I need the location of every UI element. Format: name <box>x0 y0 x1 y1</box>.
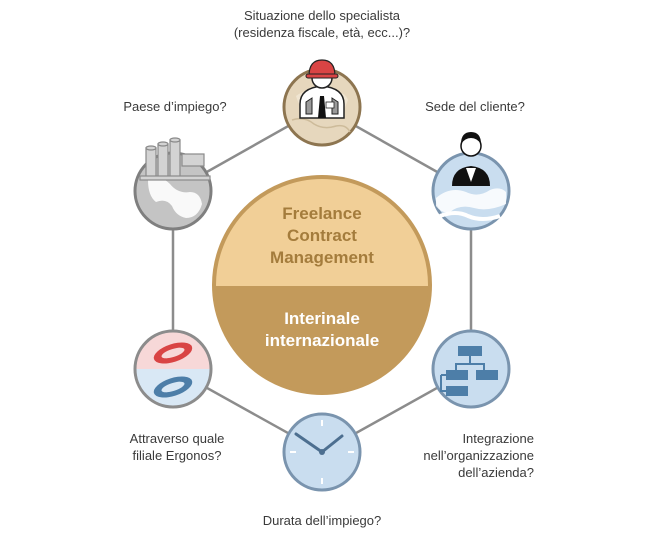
node-client[interactable] <box>431 132 511 231</box>
label-line: Sede del cliente? <box>425 99 525 114</box>
ergonos-logo-icon <box>153 342 193 398</box>
label-client: Sede del cliente? <box>390 98 560 115</box>
center-top-line: Contract <box>287 226 357 245</box>
node-branch[interactable] <box>130 325 220 419</box>
center-bottom-line: Interinale <box>284 309 360 328</box>
label-integration: Integrazione nell’organizzazione dell’az… <box>378 430 534 481</box>
factory-icon <box>139 137 211 181</box>
label-line: Situazione dello specialista <box>243 8 401 23</box>
label-line: dell’azienda? <box>458 465 534 480</box>
node-country[interactable] <box>133 137 213 231</box>
label-country: Paese d’impiego? <box>100 98 250 115</box>
label-duration: Durata dell’impiego? <box>220 512 424 529</box>
label-specialist: Situazione dello specialista (residenza … <box>190 7 454 41</box>
label-line: filiale Ergonos? <box>132 448 222 463</box>
label-branch: Attraverso quale filiale Ergonos? <box>92 430 262 464</box>
label-line: Paese d’impiego? <box>123 99 227 114</box>
label-line: nell’organizzazione <box>423 448 534 463</box>
org-chart-icon <box>440 346 498 396</box>
center-bottom-line: internazionale <box>264 331 380 350</box>
label-line: Attraverso quale <box>129 431 225 446</box>
label-line: Durata dell’impiego? <box>262 513 382 528</box>
clock-icon <box>290 420 354 484</box>
center-top-label: Freelance Contract Management <box>214 203 430 269</box>
label-line: Integrazione <box>462 431 534 446</box>
node-integration[interactable] <box>431 329 511 409</box>
center-top-line: Management <box>270 248 374 267</box>
center-bottom-label: Interinale internazionale <box>214 308 430 352</box>
center-top-line: Freelance <box>282 204 362 223</box>
label-line: (residenza fiscale, età, ecc...)? <box>233 25 411 40</box>
worker-hardhat-icon <box>299 59 345 119</box>
node-specialist[interactable] <box>282 59 362 147</box>
businessman-icon <box>452 132 490 186</box>
node-duration[interactable] <box>282 412 362 492</box>
